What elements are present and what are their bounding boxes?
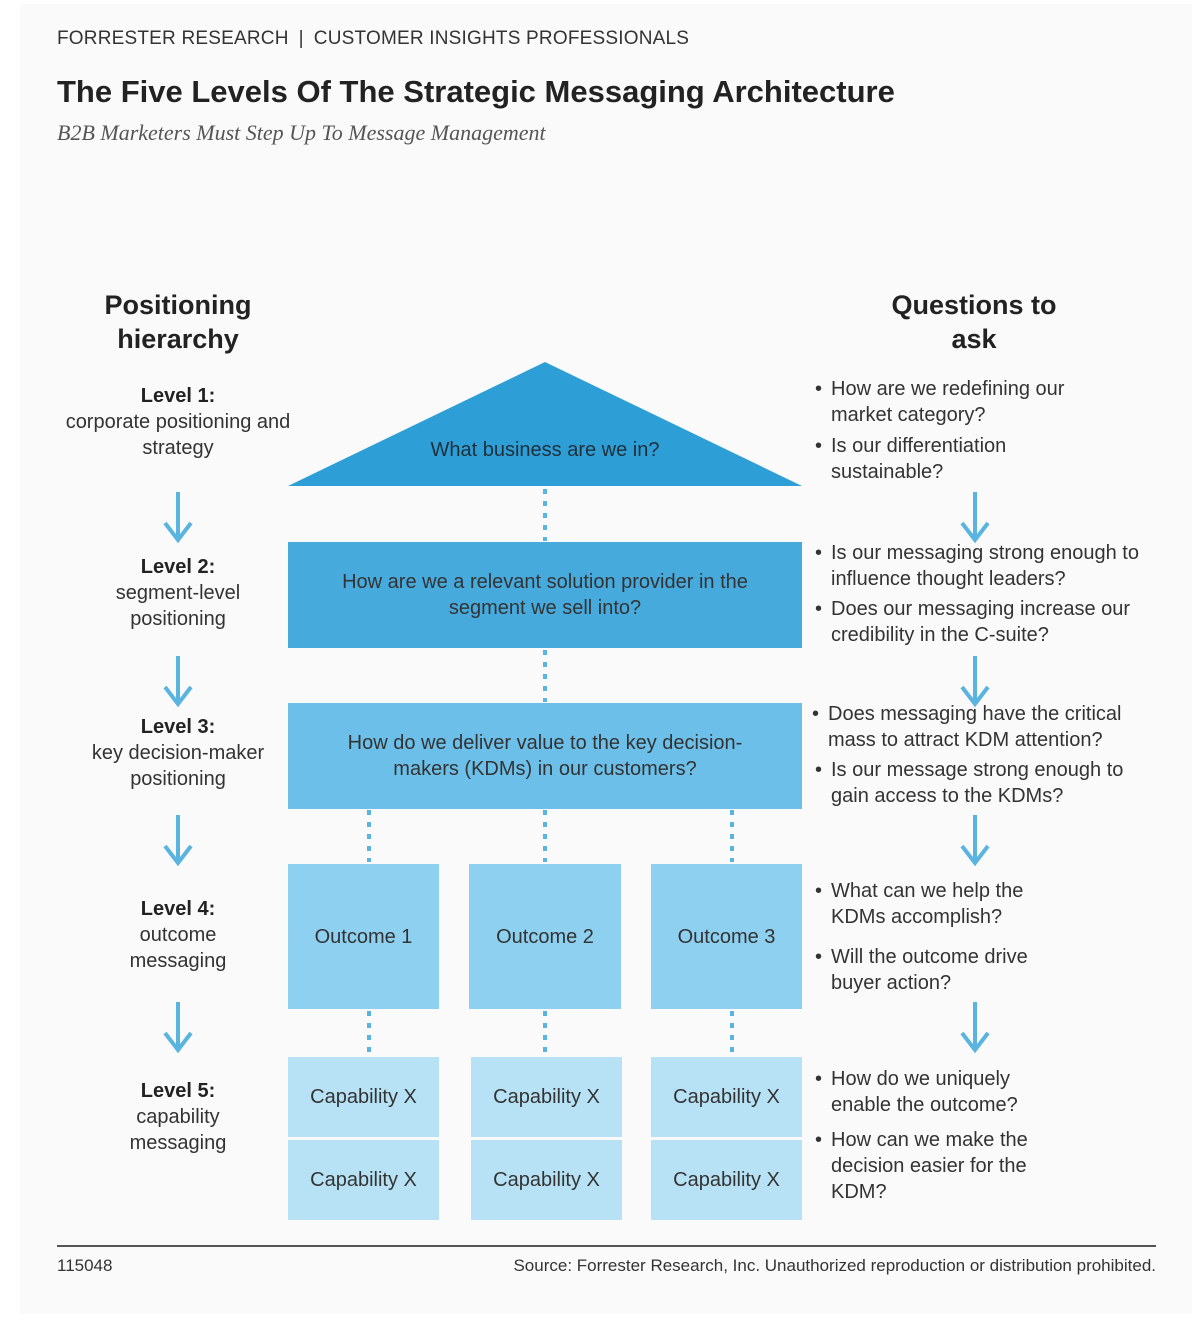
level-1-title: Level 1:: [140, 385, 216, 407]
level-2-label: Level 2: segment-level positioning: [58, 554, 298, 632]
question-item: • How can we make the decision easier fo…: [815, 1127, 1065, 1205]
question-item: • Is our differentiation sustainable?: [815, 433, 1055, 485]
down-arrow-icon: [163, 813, 193, 865]
level-2-title: Level 2:: [140, 556, 216, 578]
capability-box: Capability X: [651, 1057, 802, 1137]
bullet: •: [815, 378, 823, 400]
level-4-label: Level 4: outcome messaging: [58, 896, 298, 974]
footer-divider: [57, 1245, 1156, 1247]
down-arrow-icon: [960, 654, 990, 706]
question-text: How are we redefining our market categor…: [831, 378, 1065, 426]
bullet: •: [815, 598, 823, 620]
publisher-name: FORRESTER RESEARCH: [57, 28, 289, 49]
question-item: • Is our message strong enough to gain a…: [815, 757, 1155, 809]
figure-subtitle: B2B Marketers Must Step Up To Message Ma…: [57, 120, 546, 145]
question-item: • How do we uniquely enable the outcome?: [815, 1066, 1065, 1118]
level-4-title: Level 4:: [140, 898, 216, 920]
figure-id: 115048: [57, 1256, 113, 1275]
audience-name: CUSTOMER INSIGHTS PROFESSIONALS: [313, 28, 690, 49]
level-5-desc: capability messaging: [129, 1106, 227, 1154]
question-text: How do we uniquely enable the outcome?: [831, 1068, 1018, 1116]
down-arrow-icon: [960, 490, 990, 542]
bullet: •: [815, 1129, 823, 1151]
question-item: • Is our messaging strong enough to infl…: [815, 540, 1170, 592]
question-item: • How are we redefining our market categ…: [815, 376, 1105, 428]
bullet: •: [815, 946, 823, 968]
level-2-box: How are we a relevant solution provider …: [288, 542, 802, 648]
down-arrow-icon: [960, 813, 990, 865]
level-5-label: Level 5: capability messaging: [58, 1078, 298, 1156]
down-arrow-icon: [163, 654, 193, 706]
outcome-box-1: Outcome 1: [288, 864, 439, 1009]
capability-box: Capability X: [288, 1057, 439, 1137]
question-text: Does our messaging increase our credibil…: [831, 598, 1131, 646]
down-arrow-icon: [163, 1000, 193, 1052]
question-text: Is our differentiation sustainable?: [831, 435, 1007, 483]
level-3-desc: key decision-maker positioning: [91, 742, 265, 790]
question-text: How can we make the decision easier for …: [831, 1129, 1028, 1203]
level-2-desc: segment-level positioning: [115, 582, 241, 630]
question-text: What can we help the KDMs accomplish?: [831, 880, 1024, 928]
bullet: •: [815, 1068, 823, 1090]
question-item: • Will the outcome drive buyer action?: [815, 944, 1065, 996]
outcome-box-3: Outcome 3: [651, 864, 802, 1009]
figure-title: The Five Levels Of The Strategic Messagi…: [57, 74, 895, 109]
question-item: • Does our messaging increase our credib…: [815, 596, 1145, 648]
question-item: • Does messaging have the critical mass …: [812, 701, 1172, 753]
down-arrow-icon: [163, 490, 193, 542]
bullet: •: [815, 880, 823, 902]
level-4-desc: outcome messaging: [129, 924, 227, 972]
positioning-hierarchy-heading: Positioning hierarchy: [104, 290, 252, 354]
question-text: Is our message strong enough to gain acc…: [831, 759, 1124, 807]
roof-text: What business are we in?: [430, 439, 660, 461]
bullet: •: [812, 703, 820, 725]
question-text: Is our messaging strong enough to influe…: [831, 542, 1139, 590]
source-note: Source: Forrester Research, Inc. Unautho…: [513, 1256, 1156, 1275]
down-arrow-icon: [960, 1000, 990, 1052]
header-separator: |: [298, 28, 304, 49]
question-item: • What can we help the KDMs accomplish?: [815, 878, 1065, 930]
question-text: Will the outcome drive buyer action?: [831, 946, 1028, 994]
outcome-box-2: Outcome 2: [469, 864, 621, 1009]
capability-box: Capability X: [471, 1140, 622, 1220]
level-1-label: Level 1: corporate positioning and strat…: [58, 383, 298, 461]
report-header: FORRESTER RESEARCH | CUSTOMER INSIGHTS PRO…: [57, 28, 689, 50]
level-1-desc: corporate positioning and strategy: [65, 411, 291, 459]
capability-box: Capability X: [471, 1057, 622, 1137]
bullet: •: [815, 435, 823, 457]
level-5-title: Level 5:: [140, 1080, 216, 1102]
bullet: •: [815, 542, 823, 564]
bullet: •: [815, 759, 823, 781]
level-3-box: How do we deliver value to the key decis…: [288, 703, 802, 809]
capability-box: Capability X: [651, 1140, 802, 1220]
question-text: Does messaging have the critical mass to…: [828, 703, 1122, 751]
level-3-label: Level 3: key decision-maker positioning: [58, 714, 298, 792]
level-3-title: Level 3:: [140, 716, 216, 738]
capability-box: Capability X: [288, 1140, 439, 1220]
roof-triangle: [288, 362, 802, 486]
questions-heading: Questions to ask: [891, 290, 1057, 354]
